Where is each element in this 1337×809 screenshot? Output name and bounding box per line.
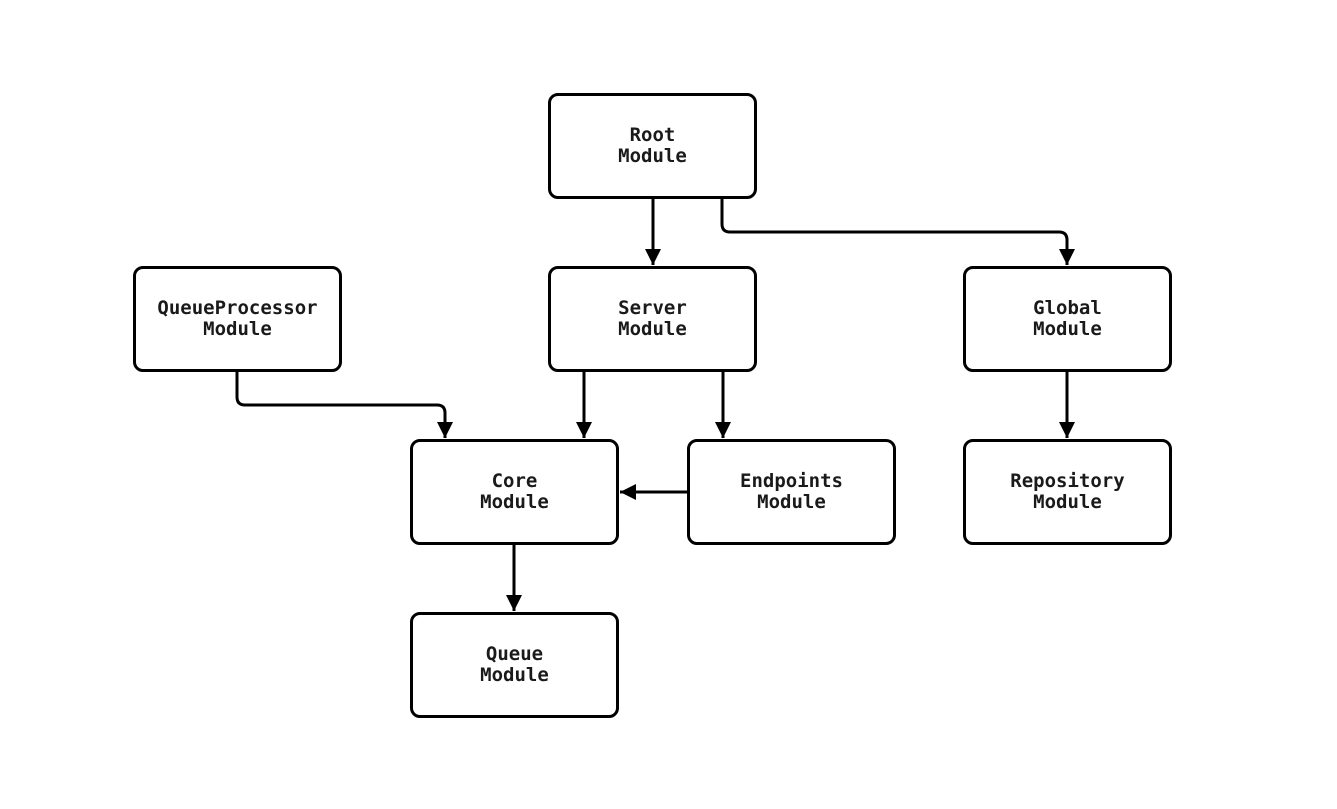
node-root-module-label: Root Module (618, 124, 687, 167)
node-repository-module-label: Repository Module (1010, 470, 1125, 513)
node-repository-module: Repository Module (963, 439, 1172, 545)
node-queue-module-label: Queue Module (480, 643, 549, 686)
node-server-module-label: Server Module (618, 297, 687, 340)
node-server-module: Server Module (548, 266, 757, 372)
node-queue-module: Queue Module (410, 612, 619, 718)
node-root-module: Root Module (548, 93, 757, 199)
node-endpoints-module: Endpoints Module (687, 439, 896, 545)
node-core-module: Core Module (410, 439, 619, 545)
edge-root-to-global (720, 199, 1075, 265)
node-global-module-label: Global Module (1033, 297, 1102, 340)
node-queueprocessor-module: QueueProcessor Module (133, 266, 342, 372)
node-core-module-label: Core Module (480, 470, 549, 513)
node-queueprocessor-module-label: QueueProcessor Module (157, 297, 318, 340)
edge-queueprocessor-to-core (235, 372, 453, 438)
node-endpoints-module-label: Endpoints Module (740, 470, 843, 513)
node-global-module: Global Module (963, 266, 1172, 372)
